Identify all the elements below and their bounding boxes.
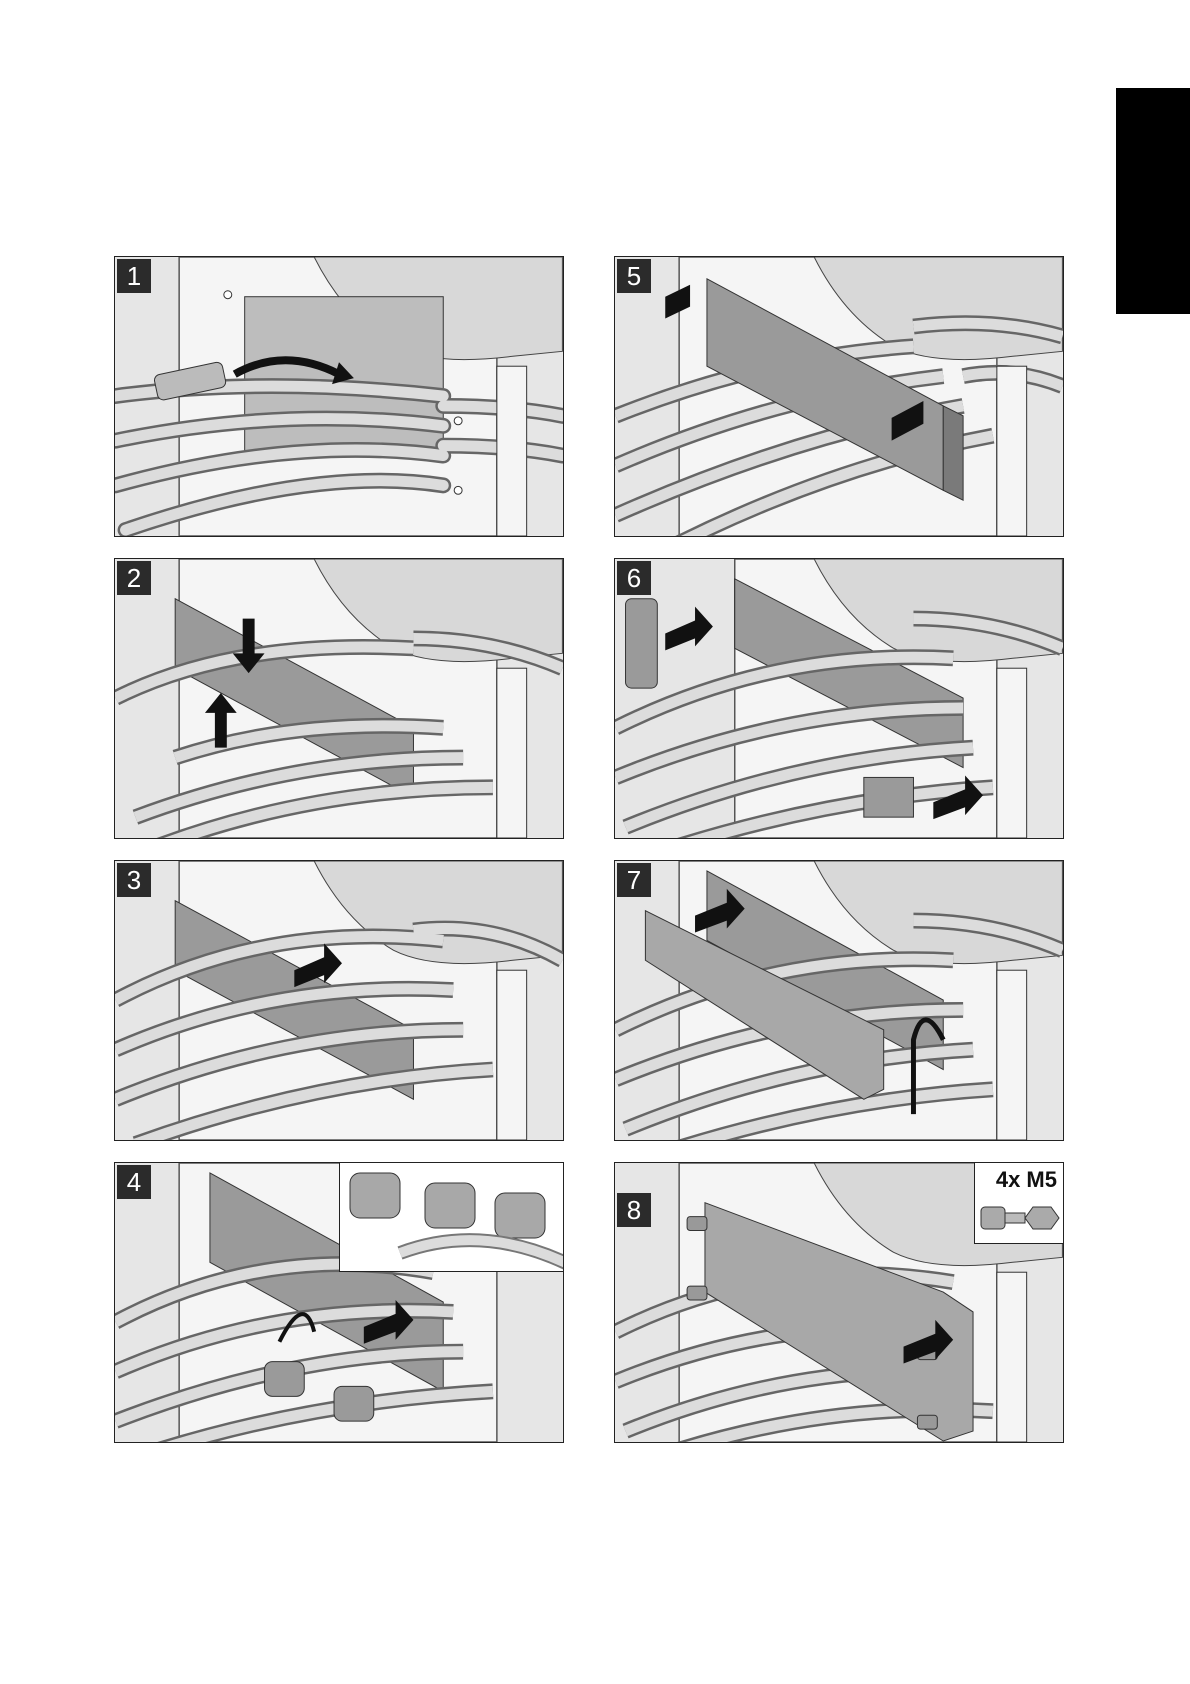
step-panel-6: 6 xyxy=(614,558,1064,839)
step-number: 6 xyxy=(617,561,651,595)
step-panel-1: 1 xyxy=(114,256,564,537)
language-tab-marker xyxy=(1116,88,1190,314)
step-panel-4: 4 xyxy=(114,1162,564,1443)
step-number: 5 xyxy=(617,259,651,293)
step-illustration xyxy=(115,559,563,838)
step-illustration xyxy=(115,257,563,536)
step-illustration xyxy=(115,861,563,1140)
step-illustration xyxy=(615,559,1063,838)
step-illustration xyxy=(615,861,1063,1140)
hardware-label: 4x M5 xyxy=(996,1167,1057,1193)
step-number: 1 xyxy=(117,259,151,293)
step-number: 4 xyxy=(117,1165,151,1199)
step-number: 2 xyxy=(117,561,151,595)
step-panel-3: 3 xyxy=(114,860,564,1141)
step-panel-2: 2 xyxy=(114,558,564,839)
detail-inset xyxy=(339,1163,564,1272)
step-illustration xyxy=(615,257,1063,536)
detail-illustration xyxy=(340,1163,564,1271)
step-panel-7: 7 xyxy=(614,860,1064,1141)
step-panel-8: 8 4x M5 xyxy=(614,1162,1064,1443)
step-panel-5: 5 xyxy=(614,256,1064,537)
step-number: 8 xyxy=(617,1193,651,1227)
step-number: 7 xyxy=(617,863,651,897)
step-number: 3 xyxy=(117,863,151,897)
